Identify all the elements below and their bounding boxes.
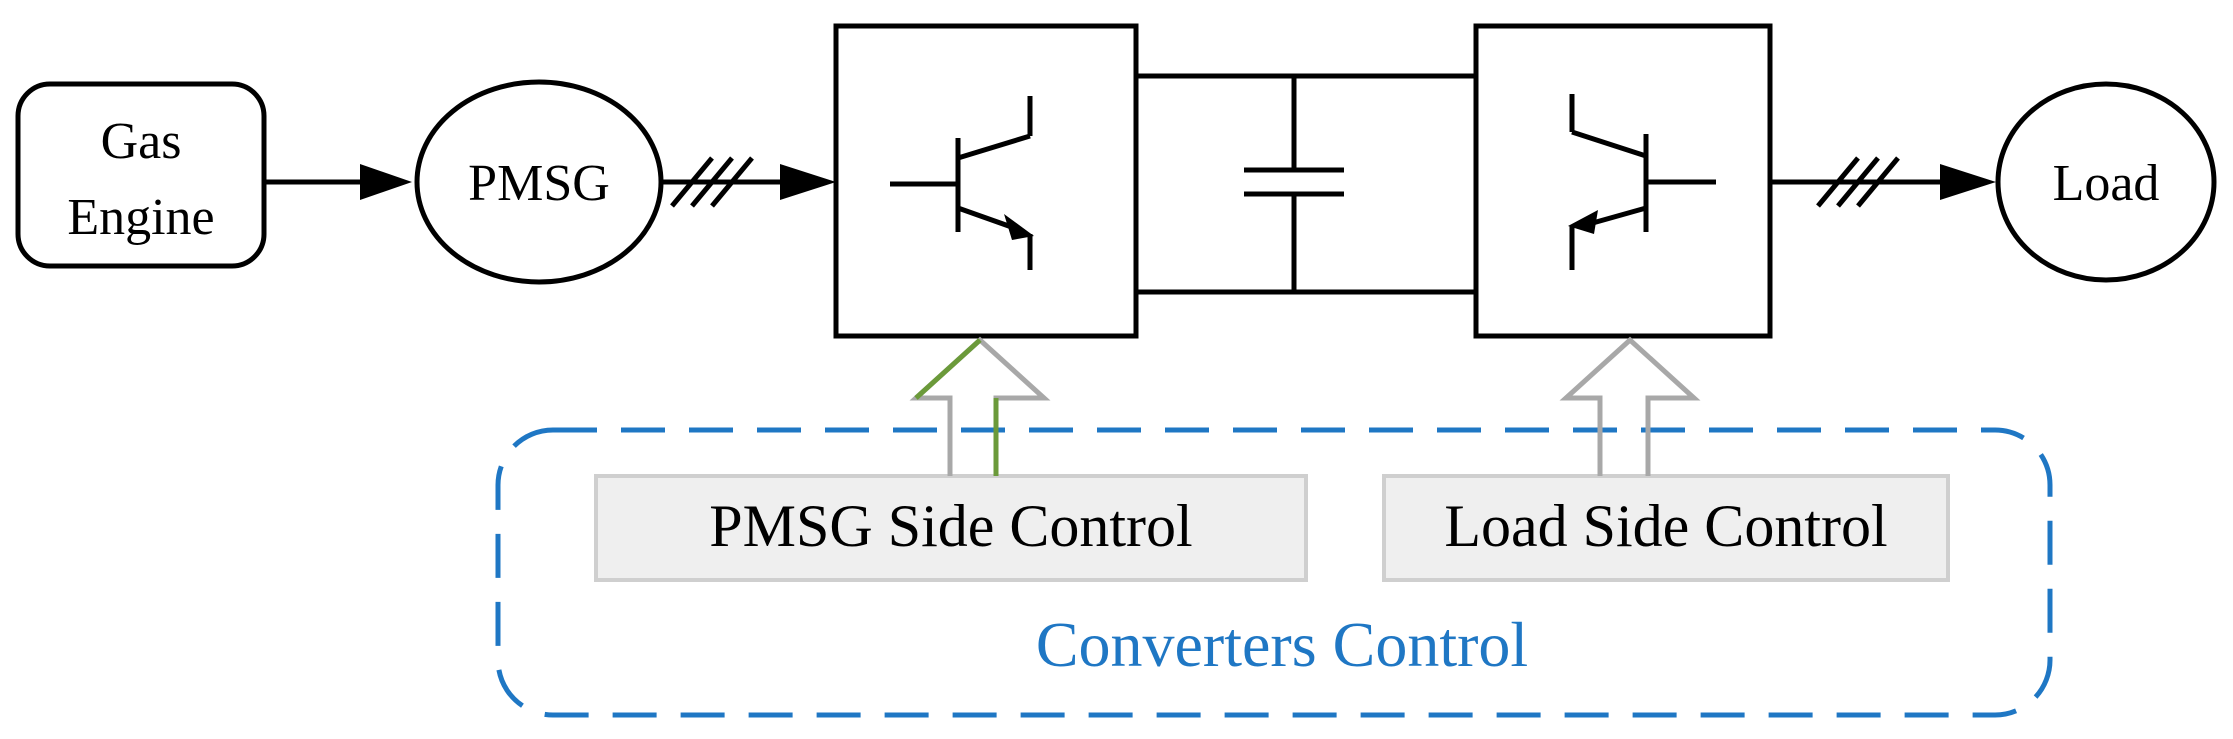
- igbt-transistor-icon: [890, 96, 1034, 270]
- pmsg-label: PMSG: [468, 155, 610, 212]
- pmsg-side-control-label: PMSG Side Control: [709, 493, 1192, 559]
- gas-engine-label-line2: Engine: [67, 189, 214, 246]
- load-side-control: Load Side Control: [1382, 474, 1950, 582]
- load-control-signal-arrow: [1559, 336, 1701, 476]
- three-phase-marker: [670, 156, 754, 208]
- inverter-to-load-arrow: [1770, 156, 1996, 208]
- load-label: Load: [2053, 155, 2160, 212]
- pmsg-side-converter: [833, 23, 1139, 339]
- gas-engine-node: Gas Engine: [15, 81, 267, 269]
- three-phase-marker: [1816, 156, 1900, 208]
- load-node: Load: [1995, 81, 2217, 283]
- converters-control-group: [495, 427, 2053, 718]
- dc-link-capacitor-icon: [1244, 167, 1344, 197]
- igbt-transistor-icon: [1568, 94, 1716, 270]
- dc-link: [1136, 73, 1474, 295]
- pmsg-side-control: PMSG Side Control: [594, 474, 1308, 582]
- converters-control-label: Converters Control: [1036, 609, 1528, 680]
- pmsg-node: PMSG: [414, 79, 664, 285]
- pmsg-control-signal-arrow: [909, 336, 1051, 476]
- engine-to-pmsg-arrow: [264, 164, 412, 200]
- load-side-converter: [1473, 23, 1773, 339]
- pmsg-to-rectifier-arrow: [661, 156, 836, 208]
- load-side-control-label: Load Side Control: [1444, 493, 1887, 559]
- gas-engine-label-line1: Gas: [101, 113, 182, 170]
